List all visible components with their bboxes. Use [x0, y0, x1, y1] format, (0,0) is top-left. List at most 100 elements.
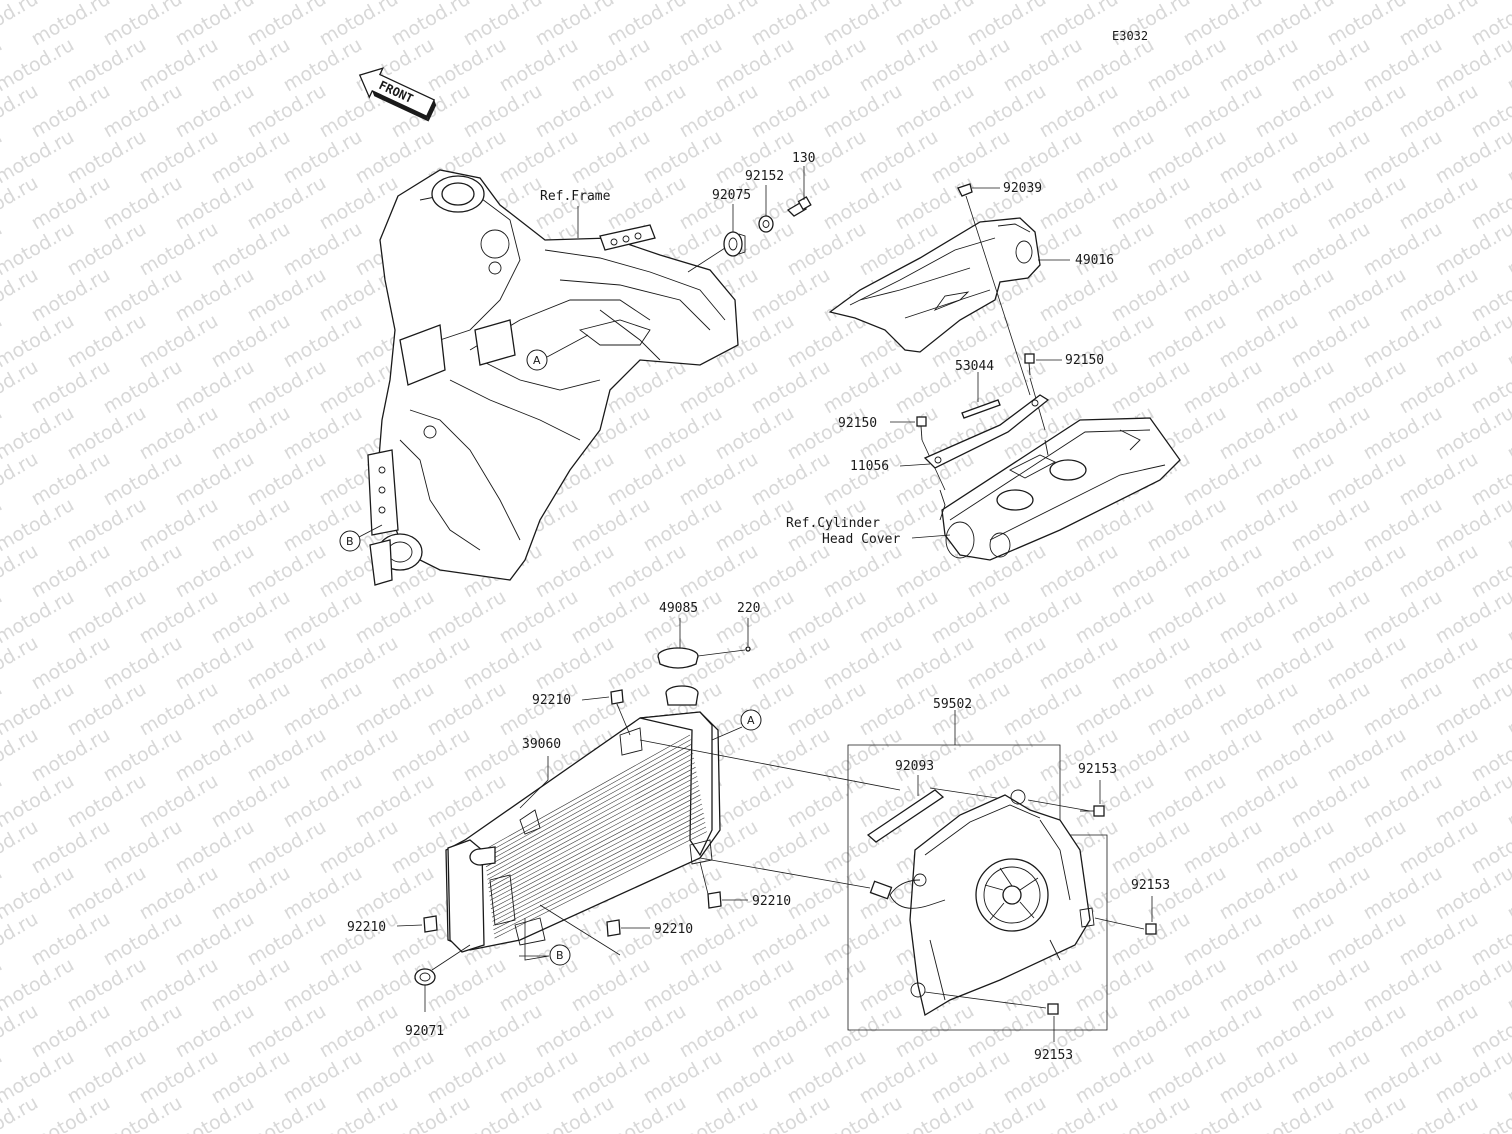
bolt-92153-bottom-icon — [1047, 1003, 1059, 1015]
p92153-bottom-label: 92153 — [1034, 1048, 1073, 1063]
radiator-fin — [491, 803, 703, 914]
p59502-label: 59502 — [933, 697, 972, 712]
p92153-mid-mount-leader — [1094, 917, 1145, 930]
radiator-fin — [493, 826, 707, 935]
p49085-label: 49085 — [659, 601, 698, 616]
p92210-left-leader — [396, 924, 423, 927]
p92093-label: 92093 — [895, 759, 934, 774]
clip-92039-icon — [957, 183, 973, 197]
radiator-fin — [483, 734, 691, 851]
radiator-fin — [490, 799, 702, 910]
radiator-fin — [486, 762, 695, 876]
radiator-fin — [486, 757, 695, 872]
p92075-label: 92075 — [712, 188, 751, 203]
radiator-fin — [484, 743, 692, 859]
p49016-label: 49016 — [1075, 253, 1114, 268]
p39060-label: 39060 — [522, 737, 561, 752]
p220-cap-leader — [697, 649, 746, 657]
p11056-label: 11056 — [850, 459, 889, 474]
radiator-fin — [489, 789, 700, 901]
radiator-to-connector-leader — [699, 857, 871, 889]
p92210-right-up-leader — [699, 861, 709, 895]
p92210-top-down-leader — [616, 703, 631, 736]
p53044-label: 53044 — [955, 359, 994, 374]
callout-a-top-leader — [546, 334, 589, 358]
callout-a-radiator-circle — [740, 709, 762, 731]
radiator-fin — [491, 808, 703, 918]
callout-a-top-circle — [526, 349, 548, 371]
callout-b-radiator-letter: B — [556, 949, 564, 962]
radiator-fin — [492, 812, 704, 922]
callout-b-frame-leader — [358, 524, 383, 538]
p92210-top-label: 92210 — [532, 693, 571, 708]
clip-92210-top-icon — [610, 689, 624, 705]
callout-b-radiator-circle — [549, 944, 571, 966]
pin-220-icon — [745, 646, 751, 652]
p92071-up-leader — [431, 944, 471, 971]
radiator-fin — [488, 780, 699, 893]
ref-cylinder-label-line1: Ref.Cylinder — [786, 516, 880, 531]
p92153-top-label: 92153 — [1078, 762, 1117, 777]
collar-92152-icon — [758, 215, 774, 233]
bolt-130-icon — [786, 196, 812, 217]
callout-b-radiator-leader — [519, 904, 621, 961]
radiator-fin — [484, 739, 691, 855]
callout-b-frame-letter: B — [346, 535, 354, 548]
bolt-92153-top-icon — [1080, 805, 1105, 817]
callout-a-radiator-leader — [711, 726, 743, 741]
p92152-label: 92152 — [745, 169, 784, 184]
p92210-top-leader — [581, 696, 610, 701]
watermark-text: motod.ru — [1504, 0, 1512, 4]
radiator-fin — [485, 753, 694, 868]
clip-92210-left-icon — [423, 915, 438, 933]
clip-92210-bottom-icon — [606, 919, 621, 937]
radiator-fin — [487, 766, 696, 880]
bolt-92150-left-icon — [916, 416, 927, 441]
clip-92210-right-icon — [707, 891, 722, 909]
diagram-code: E3032 — [1112, 29, 1148, 43]
p220-label: 220 — [737, 601, 760, 616]
p92153-top-mount-leader — [1027, 799, 1091, 812]
bracket-11056 — [923, 394, 1050, 469]
p92153-mid-label: 92153 — [1131, 878, 1170, 893]
p92150-left-label: 92150 — [838, 416, 877, 431]
radiator-fin — [492, 817, 705, 926]
ref-cylinder-label-line2: Head Cover — [822, 532, 900, 547]
radiator-fin — [493, 822, 706, 931]
p92210-right-label: 92210 — [752, 894, 791, 909]
ref-cylinder-leader — [911, 534, 951, 539]
bolt-92150-right-icon — [1024, 353, 1035, 376]
ref-frame-label: Ref.Frame — [540, 189, 611, 204]
strip-53044 — [961, 399, 1001, 419]
callout-a-radiator-letter: A — [747, 714, 755, 727]
grommet-92071-icon — [414, 968, 436, 986]
radiator-fin — [489, 785, 699, 897]
p11056-leader — [899, 463, 931, 467]
p92210-left-label: 92210 — [347, 920, 386, 935]
p92075-frame-leader — [687, 247, 726, 273]
p39060-leader — [519, 756, 549, 809]
p92071-label: 92071 — [405, 1024, 444, 1039]
callout-b-frame-circle — [339, 530, 361, 552]
radiator-fin — [488, 776, 698, 889]
radiator-fin — [490, 794, 701, 905]
p130-label: 130 — [792, 151, 815, 166]
strip-92093 — [866, 789, 945, 843]
p92210-bottom-label: 92210 — [654, 922, 693, 937]
cylinder-head-cover — [939, 417, 1181, 561]
radiator-fin — [487, 771, 697, 884]
frame-drawing — [367, 169, 739, 586]
bolt-92153-mid-icon — [1145, 923, 1157, 935]
shroud-49016 — [828, 217, 1041, 353]
callout-a-top-letter: A — [533, 354, 541, 367]
p92153-bottom-mount-leader — [924, 991, 1047, 1009]
fan-shroud — [909, 789, 1095, 1017]
radiator-filler-neck — [665, 685, 699, 706]
p92039-down-leader — [965, 195, 1031, 396]
fan-connector — [869, 879, 946, 909]
p92039-label: 92039 — [1003, 181, 1042, 196]
radiator-fin — [485, 748, 693, 863]
p92150-right-label: 92150 — [1065, 353, 1104, 368]
radiator-fins — [483, 734, 707, 939]
